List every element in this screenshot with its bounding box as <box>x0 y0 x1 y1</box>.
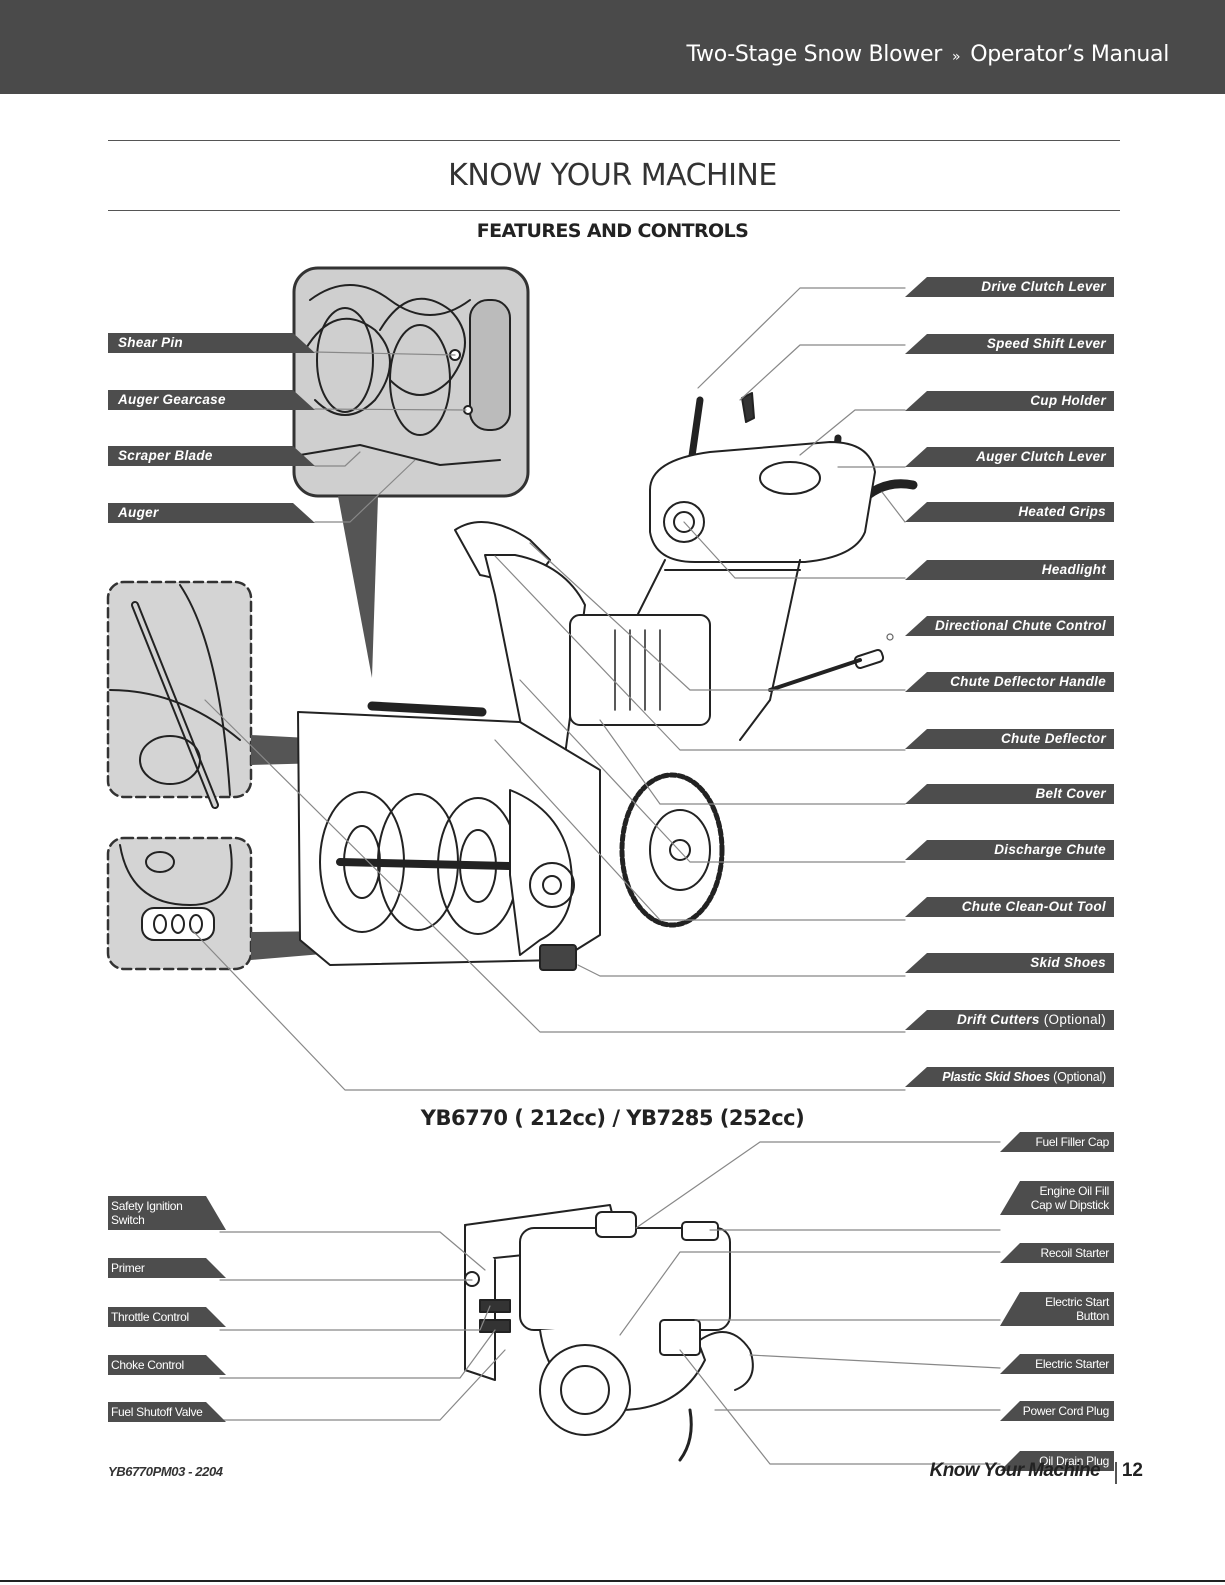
label-fuel-filler-cap: Fuel Filler Cap <box>1000 1132 1114 1152</box>
label-line1: Recoil Starter <box>1040 1246 1110 1260</box>
label-note: (Optional) <box>1053 1070 1106 1084</box>
label-line1: Engine Oil Fill <box>1039 1184 1109 1198</box>
label-chute-clean-out-tool: Chute Clean-Out Tool <box>905 897 1114 917</box>
label-heated-grips: Heated Grips <box>905 502 1114 522</box>
doc-title: Two-Stage Snow Blower <box>686 42 943 67</box>
label-line1: Fuel Filler Cap <box>1035 1135 1109 1149</box>
label-line1: Choke Control <box>111 1358 184 1372</box>
label-directional-chute-control: Directional Chute Control <box>905 616 1114 636</box>
label-text: Cup Holder <box>1030 393 1106 408</box>
label-text: Auger Clutch Lever <box>976 449 1106 464</box>
auger-detail-inset <box>292 266 530 498</box>
label-chute-deflector: Chute Deflector <box>905 729 1114 749</box>
label-skid-shoes: Skid Shoes <box>905 953 1114 973</box>
label-line2: Cap w/ Dipstick <box>1030 1198 1110 1212</box>
label-text: Belt Cover <box>1035 786 1106 801</box>
label-primer: Primer <box>108 1258 226 1278</box>
label-line1: Safety Ignition <box>111 1199 183 1213</box>
label-line2: Switch <box>111 1213 145 1227</box>
page-title: KNOW YOUR MACHINE <box>448 158 777 193</box>
label-text: Chute Deflector Handle <box>950 674 1106 689</box>
label-text: Drift Cutters <box>957 1012 1040 1027</box>
label-text: Auger Gearcase <box>118 392 226 407</box>
label-oil-drain-plug: Oil Drain Plug <box>1000 1451 1114 1471</box>
label-shear-pin: Shear Pin <box>108 333 315 353</box>
label-auger-gearcase: Auger Gearcase <box>108 390 315 410</box>
label-text: Chute Clean-Out Tool <box>961 899 1106 914</box>
label-choke-control: Choke Control <box>108 1355 226 1375</box>
label-scraper-blade: Scraper Blade <box>108 446 315 466</box>
label-chute-deflector-handle: Chute Deflector Handle <box>905 672 1114 692</box>
doc-subtitle: Operator’s Manual <box>970 42 1169 67</box>
label-plastic-skid-shoes: Plastic Skid Shoes (Optional) <box>905 1067 1114 1087</box>
header-bar: Two-Stage Snow Blower » Operator’s Manual <box>0 0 1225 94</box>
section-title: FEATURES AND CONTROLS <box>476 220 749 242</box>
label-text: Discharge Chute <box>994 842 1106 857</box>
label-text: Auger <box>118 505 159 520</box>
title-rule-top <box>108 140 1120 141</box>
label-text: Headlight <box>1041 562 1106 577</box>
label-line1: Power Cord Plug <box>1022 1404 1110 1418</box>
label-headlight: Headlight <box>905 560 1114 580</box>
label-line1: Electric Starter <box>1035 1357 1109 1371</box>
engine-drawing <box>464 1204 754 1462</box>
page-number: 12 <box>1121 1460 1143 1481</box>
label-cup-holder: Cup Holder <box>905 391 1114 411</box>
label-drive-clutch-lever: Drive Clutch Lever <box>905 277 1114 297</box>
label-belt-cover: Belt Cover <box>905 784 1114 804</box>
label-line1: Throttle Control <box>111 1310 189 1324</box>
label-line1: Electric Start <box>1045 1295 1109 1309</box>
label-text: Drive Clutch Lever <box>981 279 1106 294</box>
label-text: Scraper Blade <box>118 448 213 463</box>
footer-doc-code: YB6770PM03 - 2204 <box>108 1464 223 1479</box>
bottom-rule <box>0 1580 1225 1582</box>
label-auger-clutch-lever: Auger Clutch Lever <box>905 447 1114 467</box>
drift-cutter-inset <box>106 580 253 809</box>
title-rule-bottom <box>108 210 1120 211</box>
label-power-cord-plug: Power Cord Plug <box>1000 1401 1114 1421</box>
label-line1: Fuel Shutoff Valve <box>111 1405 203 1419</box>
label-text: Heated Grips <box>1018 504 1106 519</box>
label-fuel-shutoff-valve: Fuel Shutoff Valve <box>108 1402 226 1422</box>
label-text: Shear Pin <box>118 335 183 350</box>
label-text: Chute Deflector <box>1000 731 1106 746</box>
label-line2: Button <box>1076 1309 1109 1323</box>
label-auger: Auger <box>108 503 315 523</box>
footer-separator <box>1115 1462 1117 1484</box>
label-line1: Oil Drain Plug <box>1039 1454 1109 1468</box>
label-line1: Primer <box>111 1261 145 1275</box>
label-speed-shift-lever: Speed Shift Lever <box>905 334 1114 354</box>
leader-lines <box>191 287 906 1091</box>
model-title: YB6770 ( 212cc) / YB7285 (252cc) <box>420 1106 805 1130</box>
label-throttle-control: Throttle Control <box>108 1307 226 1327</box>
label-text: Plastic Skid Shoes <box>942 1070 1050 1084</box>
label-text: Skid Shoes <box>1030 955 1106 970</box>
label-recoil-starter: Recoil Starter <box>1000 1243 1114 1263</box>
label-electric-starter: Electric Starter <box>1000 1354 1114 1374</box>
footer-section-name: Know Your Machine <box>929 1460 1101 1481</box>
label-text: Speed Shift Lever <box>986 336 1106 351</box>
engine-leader-lines <box>219 1141 1001 1465</box>
label-text: Directional Chute Control <box>934 618 1106 633</box>
label-drift-cutters: Drift Cutters (Optional) <box>905 1010 1114 1030</box>
header-title: Two-Stage Snow Blower » Operator’s Manual <box>687 42 1170 67</box>
skid-shoe-inset <box>106 836 253 971</box>
breadcrumb-separator: » <box>951 49 961 65</box>
label-note: (Optional) <box>1043 1012 1106 1027</box>
label-discharge-chute: Discharge Chute <box>905 840 1114 860</box>
